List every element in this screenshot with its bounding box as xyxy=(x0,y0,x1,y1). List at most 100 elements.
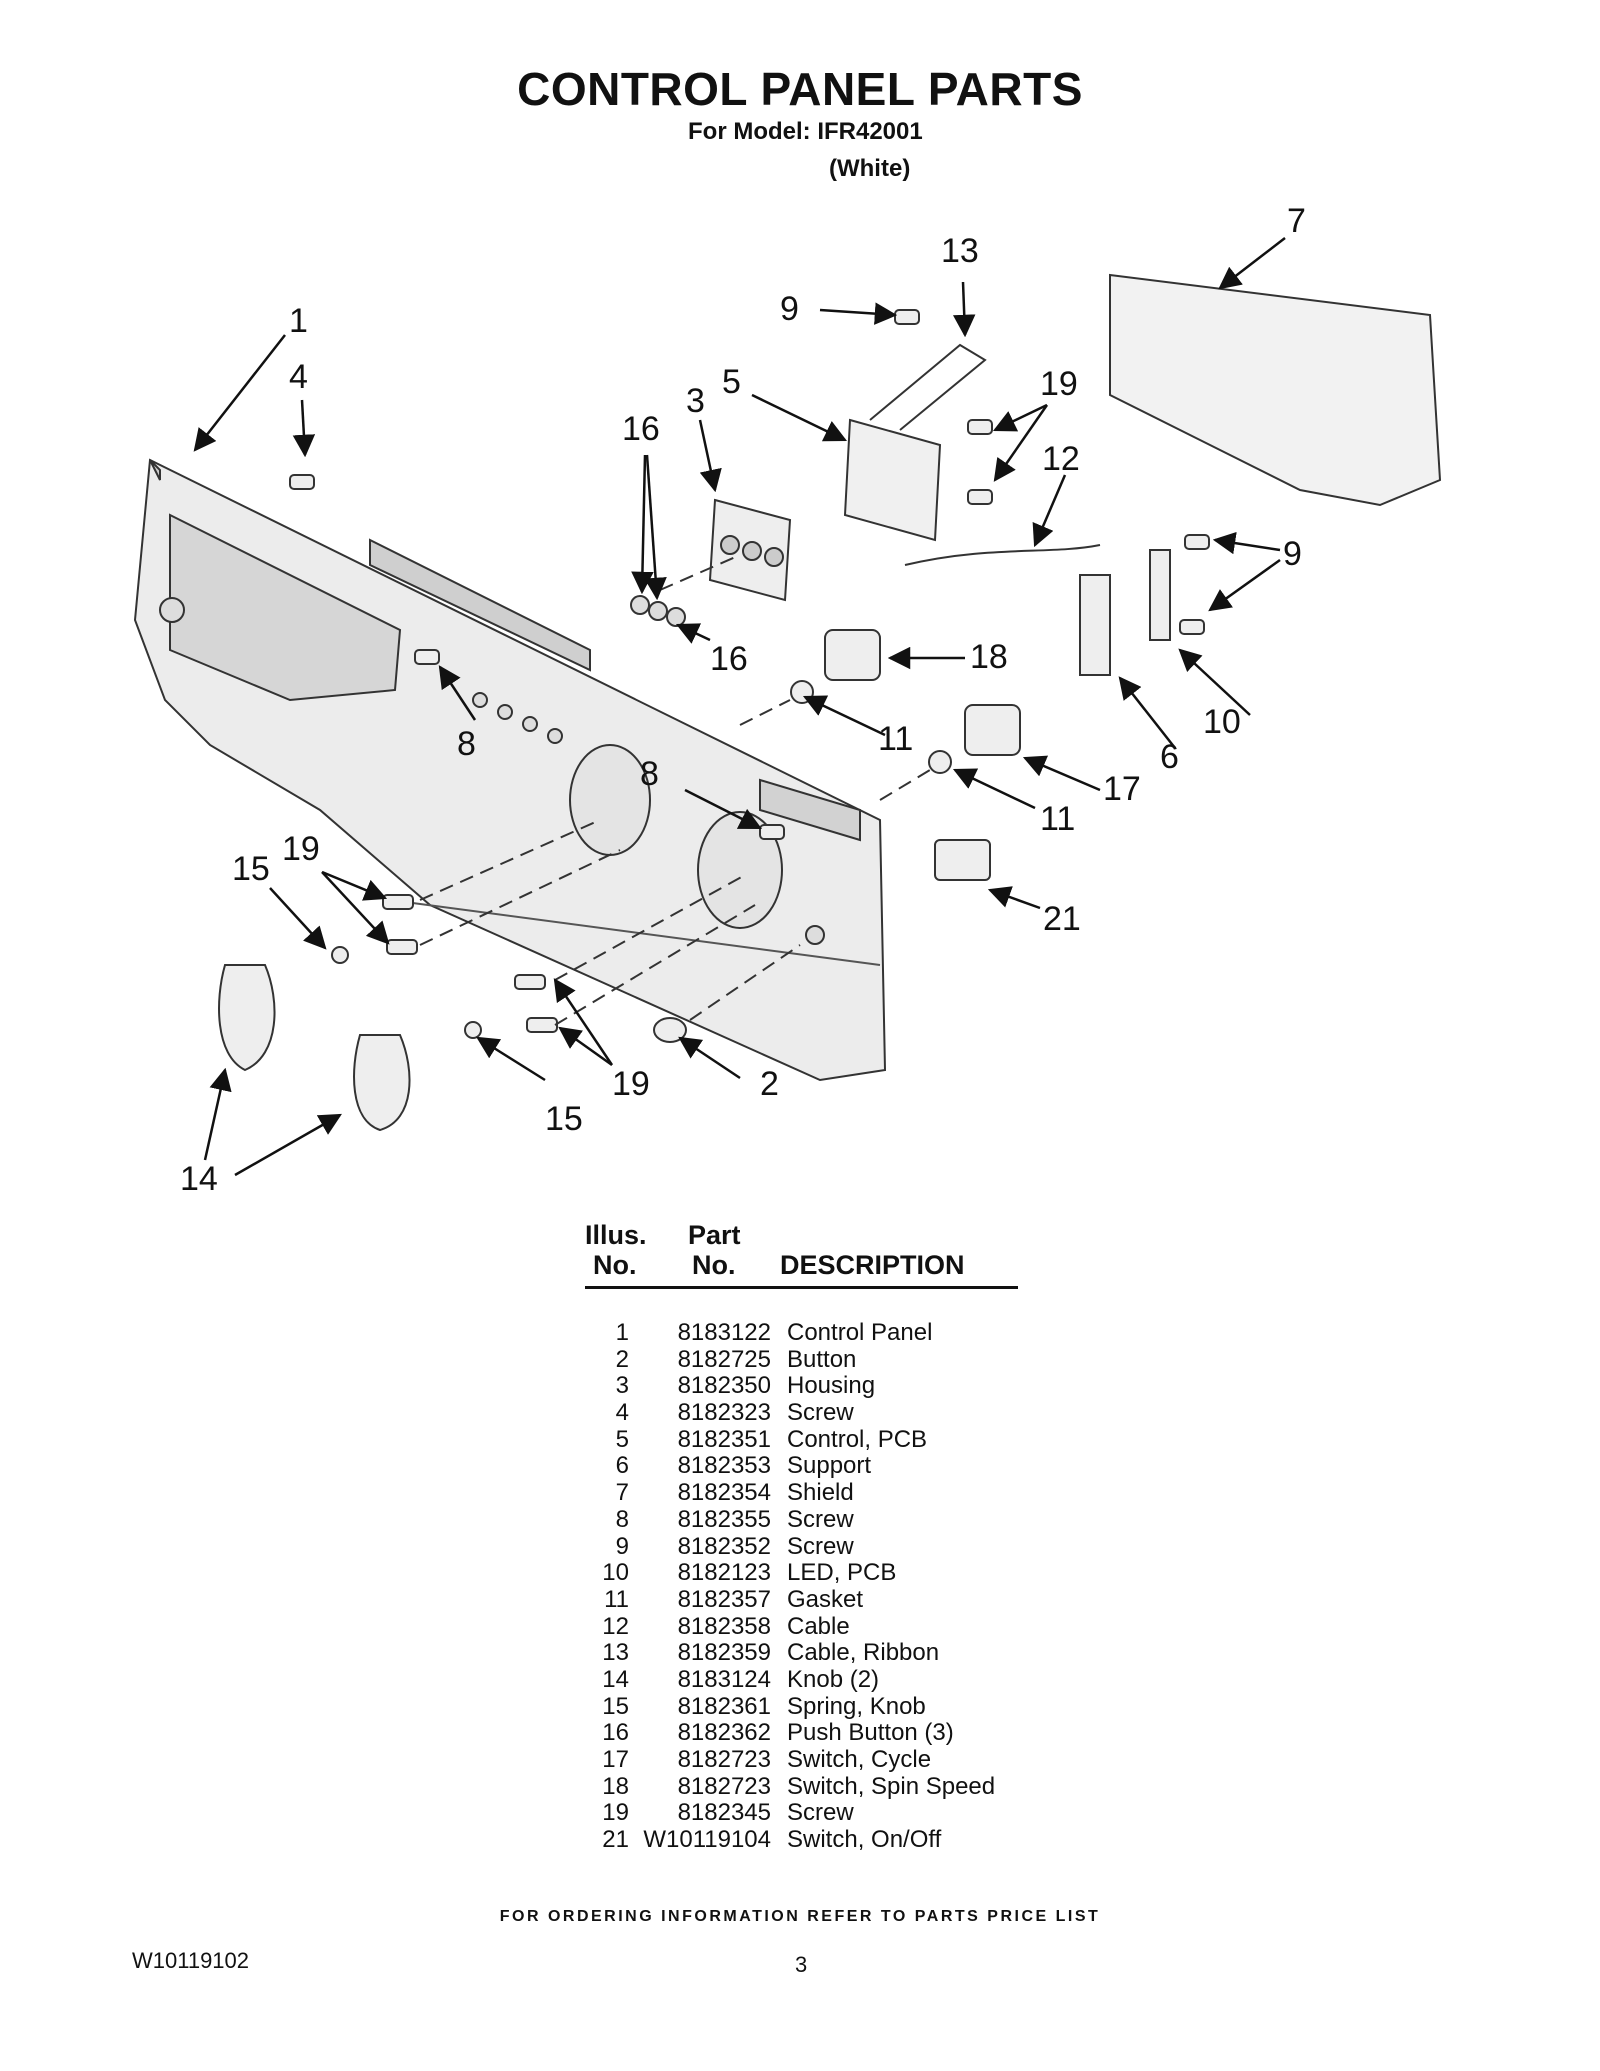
callout-5: 5 xyxy=(722,363,741,401)
color-line: (White) xyxy=(829,155,911,182)
part-number-cell: 8183124 xyxy=(677,1665,771,1693)
illus-cell: 10 xyxy=(602,1559,629,1587)
illus-cell: 7 xyxy=(615,1479,629,1507)
callout-1: 1 xyxy=(289,302,308,340)
shield-part xyxy=(1109,273,1442,507)
description-cell: Shield xyxy=(787,1479,854,1507)
callout-18: 18 xyxy=(970,638,1008,676)
part-number-cell: 8183122 xyxy=(677,1319,771,1346)
leader-arrows xyxy=(193,237,1286,1177)
callout-8b: 8 xyxy=(640,755,659,793)
table-row: 1 8183122 Control Panel xyxy=(585,1319,1065,1347)
description-cell: LED, PCB xyxy=(787,1559,897,1587)
description-cell: Screw xyxy=(787,1799,854,1827)
exploded-parts-diagram: 1 4 9 13 7 3 5 16 19 12 9 16 18 10 6 8 1… xyxy=(133,202,1442,1198)
ordering-note: FOR ORDERING INFORMATION REFER TO PARTS … xyxy=(499,1908,1101,1925)
illus-cell: 19 xyxy=(602,1799,629,1827)
pcb-control-part xyxy=(843,343,987,542)
illus-cell: 1 xyxy=(615,1319,629,1346)
knob-screw-parts xyxy=(218,309,1210,1132)
callout-2: 2 xyxy=(760,1065,779,1103)
callout-17: 17 xyxy=(1103,770,1141,808)
push-buttons-part xyxy=(630,595,686,627)
callout-19b: 19 xyxy=(282,830,320,868)
part-number-cell: 8182345 xyxy=(677,1799,771,1827)
part-number-cell: 8182353 xyxy=(677,1452,771,1480)
callout-16b: 16 xyxy=(710,640,748,678)
assembly-guides xyxy=(419,554,931,1026)
part-number-cell: 8182358 xyxy=(677,1612,771,1640)
illus-header-line1: Illus. xyxy=(585,1220,647,1250)
illus-cell: 4 xyxy=(615,1399,629,1427)
illus-cell: 11 xyxy=(604,1585,629,1613)
description-cell: Spring, Knob xyxy=(787,1692,926,1720)
part-number-cell: 8182723 xyxy=(677,1746,771,1773)
part-number-cell: 8182357 xyxy=(677,1585,771,1613)
part-number-cell: 8182323 xyxy=(677,1399,771,1427)
document-number: W10119102 xyxy=(132,1948,250,1973)
callout-10: 10 xyxy=(1203,703,1241,741)
description-cell: Housing xyxy=(787,1372,876,1400)
callout-15: 15 xyxy=(232,850,270,888)
illus-cell: 8 xyxy=(615,1505,629,1533)
description-cell: Switch, Spin Speed xyxy=(787,1772,996,1800)
description-cell: Cable, Ribbon xyxy=(787,1639,940,1667)
description-cell: Switch, Cycle xyxy=(787,1746,932,1773)
illus-cell: 12 xyxy=(602,1612,629,1640)
switch-parts xyxy=(790,629,1021,774)
illus-cell: 15 xyxy=(602,1692,629,1720)
table-row: 11 8182357 Gasket xyxy=(585,1585,1065,1614)
description-cell: Control Panel xyxy=(787,1319,933,1346)
callout-11: 11 xyxy=(878,720,913,758)
description-header: DESCRIPTION xyxy=(780,1250,965,1280)
description-cell: Screw xyxy=(787,1505,854,1533)
illus-cell: 13 xyxy=(602,1639,629,1667)
callout-9: 9 xyxy=(780,290,799,328)
part-number-cell: 8182725 xyxy=(677,1345,771,1373)
illus-cell: 16 xyxy=(602,1719,629,1747)
illus-header-line2: No. xyxy=(593,1250,637,1280)
part-header-line2: No. xyxy=(692,1250,736,1280)
control-panel-part xyxy=(133,458,887,1082)
part-number-cell: 8182352 xyxy=(677,1532,771,1560)
part-number-cell: 8182123 xyxy=(677,1559,771,1587)
callout-15b: 15 xyxy=(545,1100,583,1138)
table-row: 7 8182354 Shield xyxy=(585,1479,1065,1507)
header-rule xyxy=(585,1286,1018,1289)
description-cell: Gasket xyxy=(787,1585,864,1613)
description-cell: Support xyxy=(787,1452,872,1480)
table-row: 19 8182345 Screw xyxy=(585,1800,1065,1827)
page-number: 3 xyxy=(795,1952,808,1977)
callout-16: 16 xyxy=(622,410,660,448)
part-number-cell: 8182351 xyxy=(677,1425,771,1453)
part-number-cell: 8182350 xyxy=(677,1372,771,1400)
illus-cell: 14 xyxy=(602,1665,629,1693)
callout-3: 3 xyxy=(686,382,705,420)
illus-cell: 2 xyxy=(615,1345,629,1373)
cable-support-led-parts xyxy=(904,544,1171,676)
description-cell: Push Button (3) xyxy=(787,1719,954,1747)
description-cell: Screw xyxy=(787,1399,854,1427)
illus-cell: 17 xyxy=(602,1746,629,1773)
illus-cell: 5 xyxy=(615,1425,629,1453)
part-number-cell: 8182354 xyxy=(677,1479,771,1507)
part-header-line1: Part xyxy=(688,1220,741,1250)
callout-labels: 1 4 9 13 7 3 5 16 19 12 9 16 18 10 6 8 1… xyxy=(180,202,1306,1198)
table-row: 17 8182723 Switch, Cycle xyxy=(585,1746,1065,1774)
table-row: 4 8182323 Screw xyxy=(585,1399,1065,1427)
callout-6: 6 xyxy=(1160,738,1179,776)
callout-19: 19 xyxy=(1040,365,1078,403)
callout-7: 7 xyxy=(1287,202,1306,240)
part-number-cell: 8182361 xyxy=(677,1692,771,1720)
description-cell: Screw xyxy=(787,1532,854,1560)
callout-9b: 9 xyxy=(1283,535,1302,573)
part-number-cell: W10119104 xyxy=(643,1826,771,1854)
